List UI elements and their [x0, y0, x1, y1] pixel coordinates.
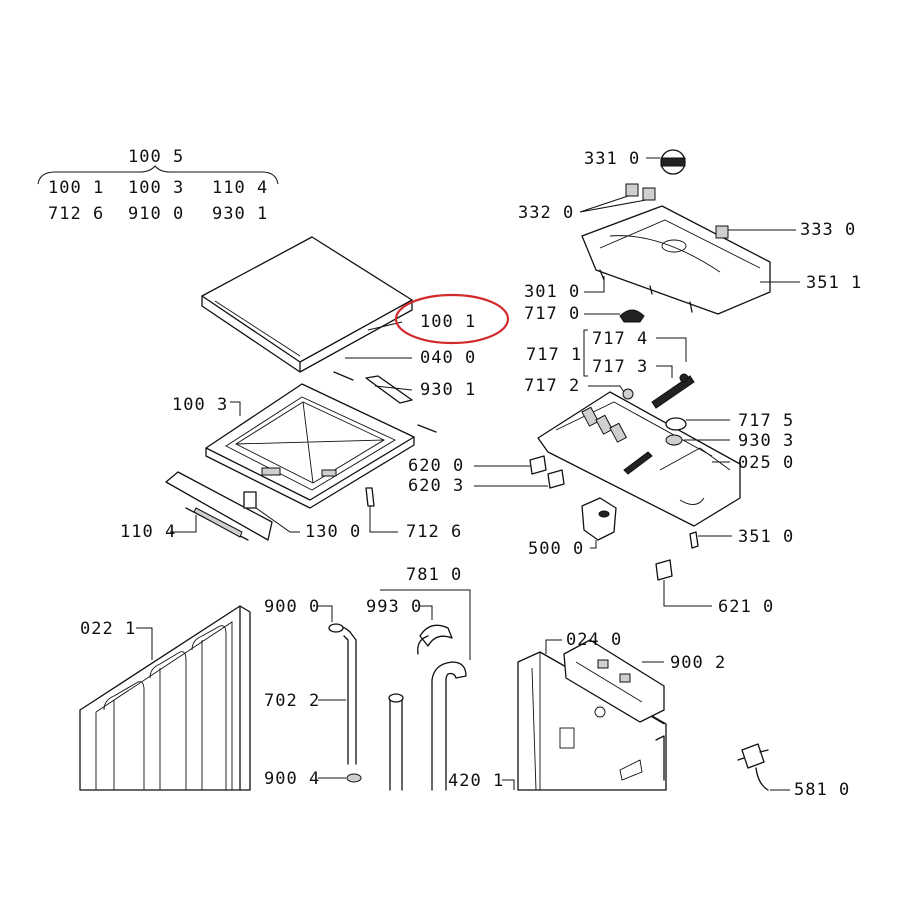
leader-332-0 [579, 195, 647, 213]
part-label-331-0[interactable]: 331 0 [584, 149, 640, 169]
group-child-label[interactable]: 100 3 [128, 178, 184, 198]
part-label-351-0[interactable]: 351 0 [738, 527, 794, 547]
leader-301-0 [584, 276, 605, 293]
part-label-900-0[interactable]: 900 0 [264, 597, 320, 617]
part-label-040-0[interactable]: 040 0 [420, 348, 476, 368]
group-brace [37, 165, 279, 185]
connector-620-3-part [547, 469, 565, 489]
part-label-702-2[interactable]: 702 2 [264, 691, 320, 711]
knob-332-part [625, 183, 656, 201]
top-lid-part [201, 236, 413, 373]
module-500-part [581, 497, 617, 541]
indicator-717-0-part [619, 309, 645, 323]
leader-022-1 [136, 627, 153, 660]
group-child-label[interactable]: 910 0 [128, 204, 184, 224]
clamp-900-4-part [346, 773, 362, 783]
screw-712-part [365, 487, 375, 507]
leader-500-0 [590, 540, 597, 549]
part-label-022-1[interactable]: 022 1 [80, 619, 136, 639]
part-label-100-3[interactable]: 100 3 [172, 395, 228, 415]
group-child-label[interactable]: 100 1 [48, 178, 104, 198]
leader-024-0 [545, 639, 562, 654]
leader-781-0 [380, 589, 471, 660]
sensor-717-2-part [622, 388, 634, 400]
leader-110-4 [170, 515, 197, 533]
leader-712-6 [369, 506, 398, 533]
clip-130-part [243, 491, 257, 509]
leader-930-1 [374, 385, 413, 391]
leader-420-1 [502, 779, 515, 790]
blank-margin [0, 796, 900, 900]
leader-717-3-4 [656, 337, 687, 378]
part-label-993-0[interactable]: 993 0 [366, 597, 422, 617]
part-label-110-4[interactable]: 110 4 [120, 522, 176, 542]
leader-621-0 [663, 580, 712, 607]
leader-100-3 [230, 401, 241, 416]
control-panel-part [581, 205, 771, 315]
part-label-930-1[interactable]: 930 1 [420, 380, 476, 400]
highlight-circle [394, 293, 510, 345]
clip-351-0-part [689, 531, 699, 549]
part-label-717-1[interactable]: 717 1 [526, 345, 582, 365]
part-label-500-0[interactable]: 500 0 [528, 539, 584, 559]
part-label-621-0[interactable]: 621 0 [718, 597, 774, 617]
part-label-781-0[interactable]: 781 0 [406, 565, 462, 585]
hose-elbow-part [417, 624, 453, 655]
part-label-351-1[interactable]: 351 1 [806, 273, 862, 293]
part-label-620-0[interactable]: 620 0 [408, 456, 464, 476]
sensor-581-part [737, 743, 769, 791]
strip-040-part [333, 371, 354, 381]
drain-hose-part [431, 661, 467, 791]
tube-702-part [328, 623, 357, 765]
part-label-420-1[interactable]: 420 1 [448, 771, 504, 791]
part-label-717-2[interactable]: 717 2 [524, 376, 580, 396]
part-label-333-0[interactable]: 333 0 [800, 220, 856, 240]
knob-331-part [660, 149, 686, 175]
part-label-024-0[interactable]: 024 0 [566, 630, 622, 650]
group-child-label[interactable]: 110 4 [212, 178, 268, 198]
part-label-717-5[interactable]: 717 5 [738, 411, 794, 431]
part-label-100-1[interactable]: 100 1 [420, 312, 476, 332]
part-label-332-0[interactable]: 332 0 [518, 203, 574, 223]
leader-993-0 [420, 605, 433, 620]
part-label-900-2[interactable]: 900 2 [670, 653, 726, 673]
side-panel-part [79, 605, 251, 791]
leader-717-2 [588, 385, 625, 393]
part-label-717-3[interactable]: 717 3 [592, 357, 648, 377]
part-label-717-0[interactable]: 717 0 [524, 304, 580, 324]
bracket-900-2-part [563, 639, 665, 723]
leader-130-0 [255, 507, 300, 533]
leader-900-0 [318, 605, 333, 622]
top-frame-part [205, 383, 437, 509]
group-parent-label[interactable]: 100 5 [128, 147, 184, 167]
connector-620-0-part [529, 455, 547, 475]
part-label-712-6[interactable]: 712 6 [406, 522, 462, 542]
control-board-part [537, 391, 741, 527]
button-333-part [715, 225, 729, 239]
part-label-717-4[interactable]: 717 4 [592, 329, 648, 349]
group-child-label[interactable]: 712 6 [48, 204, 104, 224]
part-label-301-0[interactable]: 301 0 [524, 282, 580, 302]
part-label-620-3[interactable]: 620 3 [408, 476, 464, 496]
part-label-581-0[interactable]: 581 0 [794, 780, 850, 800]
pump-717-5-part [665, 417, 687, 446]
part-group-header: 100 5 100 1 100 3 110 4 712 6 910 0 930 … [37, 147, 279, 224]
part-label-130-0[interactable]: 130 0 [305, 522, 361, 542]
harness-717-part [651, 373, 695, 409]
fill-hose-part [388, 693, 404, 791]
front-strip-part [165, 471, 273, 541]
strip-930-part [365, 375, 413, 404]
part-label-900-4[interactable]: 900 4 [264, 769, 320, 789]
connector-621-part [655, 559, 673, 581]
part-label-025-0[interactable]: 025 0 [738, 453, 794, 473]
bracket-717-1 [583, 329, 588, 377]
group-child-label[interactable]: 930 1 [212, 204, 268, 224]
part-label-930-3[interactable]: 930 3 [738, 431, 794, 451]
